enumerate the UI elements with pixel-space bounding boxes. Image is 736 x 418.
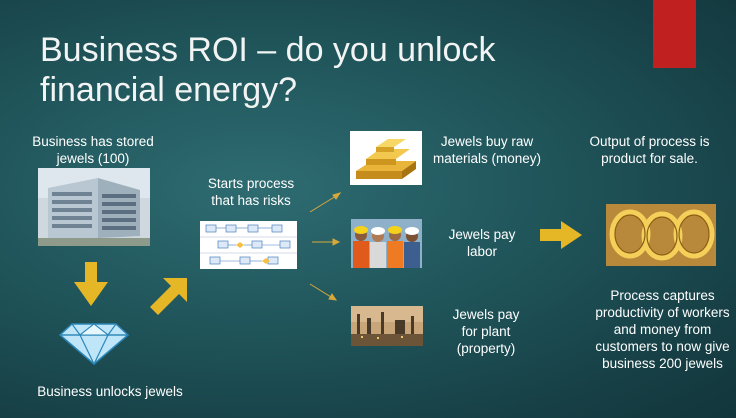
- slide-title: Business ROI – do you unlock financial e…: [40, 30, 640, 110]
- gold-bars-photo: [350, 131, 422, 185]
- thin-arrow-mid: [312, 238, 341, 246]
- building-photo: [38, 168, 150, 246]
- up-right-arrow: [150, 278, 187, 315]
- accent-bar: [653, 0, 696, 68]
- gold-jewelry-photo: [606, 204, 716, 266]
- thin-arrow-down: [309, 283, 338, 301]
- pay-labor-label: Jewels pay labor: [448, 227, 516, 259]
- raw-materials-label: Jewels buy raw materials (money): [432, 134, 542, 166]
- title-line-1: Business ROI – do you unlock: [40, 31, 496, 69]
- thin-arrow-up: [309, 192, 342, 213]
- unlocks-jewels-label: Business unlocks jewels: [37, 384, 183, 399]
- right-arrow: [540, 221, 582, 249]
- diamond-icon: [58, 318, 130, 366]
- pay-plant-label: Jewels pay for plant (property): [452, 307, 520, 356]
- output-label: Output of process is product for sale.: [589, 134, 710, 166]
- starts-process-label: Starts process that has risks: [207, 176, 295, 208]
- title-line-2: financial energy?: [40, 71, 298, 109]
- process-flow-diagram: [200, 221, 297, 269]
- down-arrow: [74, 262, 108, 306]
- industrial-plant-photo: [351, 306, 423, 346]
- captures-label: Process captures productivity of workers…: [595, 288, 730, 371]
- stored-jewels-label: Business has stored jewels (100): [32, 134, 154, 166]
- workers-photo: [351, 219, 422, 268]
